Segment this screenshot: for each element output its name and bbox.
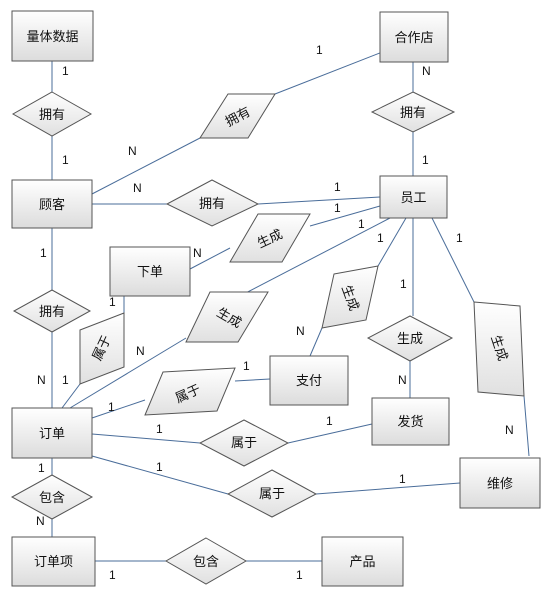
rel-customer-has-body-data-label: 拥有 (39, 108, 65, 123)
card-employee-partner-one: 1 (422, 153, 429, 167)
entity-place-order-label: 下单 (137, 265, 163, 280)
rel-customer-has-order-label: 拥有 (39, 305, 65, 320)
connector-lines (51, 39, 530, 562)
rel-payment-belongs-order[interactable]: 属于 (144, 367, 236, 416)
card-order-payment-one: 1 (108, 400, 115, 414)
rel-customer-has-employee-label: 拥有 (199, 197, 225, 212)
line-ship-rel-to-shipping-2 (287, 423, 373, 444)
rel-partner-store-has-employee[interactable]: 拥有 (370, 91, 456, 133)
card-partner-store-employee-many: N (422, 64, 431, 78)
entity-customer[interactable]: 顾客 (11, 179, 93, 229)
rel-employee-generates-payment[interactable]: 生成 (321, 265, 379, 329)
line-order-to-ship-rel (91, 433, 201, 444)
card-customer-order-one: 1 (40, 246, 47, 260)
card-order-item-many: N (36, 514, 45, 528)
line-payment-to-gen-rel (309, 327, 323, 357)
line-order-to-maint-rel (91, 455, 229, 495)
rel-order-belongs-shipping[interactable]: 属于 (198, 419, 290, 467)
rel-order-belongs-maintenance-label: 属于 (259, 487, 285, 502)
entity-order-label: 订单 (39, 427, 65, 442)
card-place-order-many: N (193, 246, 202, 260)
card-shipping-order-one: 1 (326, 414, 333, 428)
entity-partner-store[interactable]: 合作店 (379, 11, 449, 63)
card-employee-place-order-one: 1 (334, 201, 341, 215)
entity-partner-store-label: 合作店 (394, 31, 433, 46)
rel-employee-generates-shipping-label: 生成 (397, 332, 423, 347)
rel-partner-store-has-customer[interactable]: 拥有 (199, 93, 276, 139)
card-customer-body-one: 1 (62, 153, 69, 167)
card-employee-customer-one: 1 (334, 180, 341, 194)
card-body-data-one: 1 (62, 64, 69, 78)
line-rel-to-customer-2 (91, 137, 201, 195)
entity-customer-label: 顾客 (39, 197, 65, 213)
entity-payment[interactable]: 支付 (269, 355, 349, 406)
line-order-to-gen-rel (69, 337, 187, 409)
card-customer-partner-many: N (128, 144, 137, 158)
rel-place-order-belongs-order[interactable]: 属于 (79, 312, 125, 385)
rel-partner-store-has-employee-label: 拥有 (400, 106, 426, 121)
line-gen-rel-to-employee-2 (377, 217, 407, 267)
card-maintenance-many: N (505, 423, 514, 437)
card-payment-many: N (296, 324, 305, 338)
entity-maintenance-label: 维修 (487, 477, 513, 492)
card-employee-payment-one: 1 (377, 231, 384, 245)
rel-order-contains-order-item[interactable]: 包含 (10, 474, 94, 520)
rel-order-item-contains-product[interactable]: 包含 (164, 537, 248, 585)
rel-employee-generates-place-order[interactable]: 生成 (229, 213, 311, 263)
card-place-order-order-one: 1 (109, 295, 116, 309)
line-maint-rel-to-maintenance-2 (315, 482, 461, 495)
rel-customer-has-body-data[interactable]: 拥有 (11, 91, 93, 137)
line-maint-rel-to-maintenance (523, 395, 530, 457)
card-order-customer-many: N (37, 373, 46, 387)
card-order-employee-many: N (136, 344, 145, 358)
card-employee-order-one: 1 (358, 217, 365, 231)
entity-body-data-label: 量体数据 (26, 30, 78, 45)
entity-body-data[interactable]: 量体数据 (11, 10, 94, 62)
card-product-one: 1 (296, 568, 303, 582)
card-customer-employee-many: N (133, 181, 142, 195)
card-maintenance-order-one: 1 (399, 472, 406, 486)
entity-shipping-label: 发货 (397, 414, 423, 430)
line-belong-to-order (61, 383, 81, 409)
entity-product[interactable]: 产品 (321, 536, 404, 587)
entity-place-order[interactable]: 下单 (109, 246, 191, 297)
entity-employee[interactable]: 员工 (379, 175, 448, 219)
rel-employee-generates-shipping[interactable]: 生成 (366, 315, 454, 362)
entity-order[interactable]: 订单 (11, 407, 93, 459)
line-employee-to-maint-rel (431, 217, 475, 303)
line-rel-to-employee-3 (309, 205, 381, 227)
entity-employee-label: 员工 (400, 191, 426, 206)
rel-customer-has-employee[interactable]: 拥有 (165, 179, 260, 227)
card-order-shipping-one: 1 (156, 422, 163, 436)
rel-employee-generates-maintenance[interactable]: 生成 (473, 301, 525, 397)
card-employee-shipping-one: 1 (400, 277, 407, 291)
line-gen-rel-to-employee (237, 217, 391, 298)
card-order-maintenance-one: 1 (156, 460, 163, 474)
rel-employee-generates-order[interactable]: 生成 (185, 291, 269, 343)
card-order-place-order-one: 1 (62, 373, 69, 387)
rel-order-belongs-maintenance[interactable]: 属于 (226, 469, 318, 518)
entity-payment-label: 支付 (296, 374, 322, 389)
card-order-item-product-one: 1 (109, 568, 116, 582)
line-order-to-pay-rel (91, 399, 146, 419)
entity-order-item-label: 订单项 (34, 555, 73, 570)
card-employee-maintenance-one: 1 (456, 231, 463, 245)
line-place-order-to-rel (189, 247, 231, 270)
rel-order-belongs-shipping-label: 属于 (231, 436, 257, 451)
entity-shipping[interactable]: 发货 (371, 397, 450, 446)
entity-maintenance[interactable]: 维修 (459, 457, 541, 509)
entity-product-label: 产品 (349, 555, 375, 570)
card-partner-store-customer-one: 1 (316, 43, 323, 57)
rel-order-contains-order-item-label: 包含 (39, 490, 65, 506)
card-payment-order-one: 1 (243, 359, 250, 373)
entity-order-item[interactable]: 订单项 (11, 536, 96, 587)
card-order-item-order-one: 1 (38, 461, 45, 475)
line-pay-rel-to-payment (234, 378, 271, 382)
cardinality-labels: 1 1 1 N N 1 N 1 1 N 1 N 1 1 1 N 1 N 1 N … (36, 43, 514, 582)
rel-customer-has-order[interactable]: 拥有 (12, 289, 92, 333)
rel-order-item-contains-product-label: 包含 (193, 554, 219, 570)
line-rel-to-employee-2 (257, 196, 381, 205)
card-shipping-many: N (398, 373, 407, 387)
